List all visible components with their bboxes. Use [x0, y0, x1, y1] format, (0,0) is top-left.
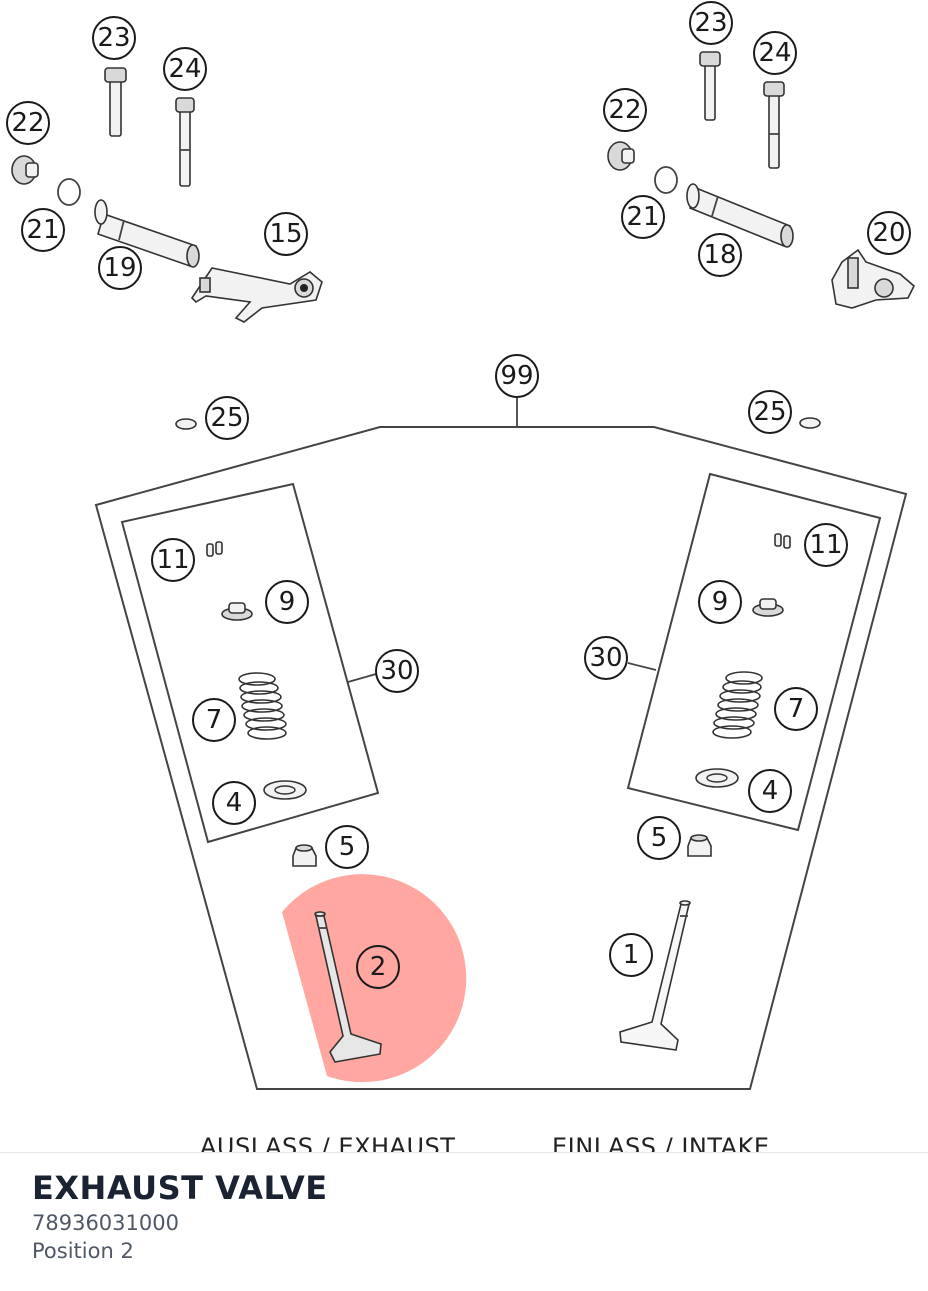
svg-text:11: 11 — [809, 530, 842, 560]
callout-99[interactable]: 99 — [495, 354, 539, 398]
callout-30-right[interactable]: 30 — [584, 636, 628, 680]
callout-25-right[interactable]: 25 — [748, 390, 792, 434]
callout-21-left[interactable]: 21 — [21, 208, 65, 252]
spring-retainer-9-left[interactable] — [221, 602, 253, 621]
plug-22-left[interactable] — [11, 155, 39, 185]
svg-text:30: 30 — [589, 643, 622, 673]
svg-text:21: 21 — [26, 215, 59, 245]
spring-seat-4-left[interactable] — [263, 780, 307, 800]
rocker-arm-15[interactable] — [190, 267, 323, 323]
callout-7-left[interactable]: 7 — [192, 698, 236, 742]
callout-21-right[interactable]: 21 — [621, 195, 665, 239]
bolt-23-left[interactable] — [104, 67, 127, 137]
caption-exhaust: AUSLASS / EXHAUST — [200, 1133, 455, 1152]
valve-spring-7-right[interactable] — [712, 671, 763, 739]
selected-part-panel: EXHAUST VALVE 78936031000 Position 2 — [0, 1152, 928, 1291]
svg-text:20: 20 — [872, 218, 905, 248]
part-number: 78936031000 — [32, 1211, 179, 1235]
callout-15[interactable]: 15 — [264, 212, 308, 256]
shim-25-left[interactable] — [175, 418, 197, 430]
svg-text:23: 23 — [97, 23, 130, 53]
spring-retainer-9-right[interactable] — [752, 598, 784, 617]
callout-22-left[interactable]: 22 — [6, 101, 50, 145]
svg-text:15: 15 — [269, 219, 302, 249]
svg-text:24: 24 — [758, 38, 791, 68]
plug-22-right[interactable] — [607, 141, 635, 171]
callout-9-left[interactable]: 9 — [265, 580, 309, 624]
intake-valve-1[interactable] — [619, 900, 691, 1051]
kit-box-left — [120, 482, 380, 844]
callout-23-left[interactable]: 23 — [92, 16, 136, 60]
callout-19[interactable]: 19 — [98, 246, 142, 290]
right-rocker-assembly — [607, 51, 915, 309]
valve-stem-seal-5-right[interactable] — [687, 834, 712, 857]
kit-box-right — [626, 472, 882, 832]
callout-4-right[interactable]: 4 — [748, 769, 792, 813]
svg-text:9: 9 — [279, 587, 296, 617]
svg-text:19: 19 — [103, 253, 136, 283]
svg-text:30: 30 — [380, 656, 413, 686]
callout-24-left[interactable]: 24 — [163, 47, 207, 91]
callout-22-right[interactable]: 22 — [603, 88, 647, 132]
oring-21-right[interactable] — [654, 166, 678, 194]
callout-18[interactable]: 18 — [698, 233, 742, 277]
svg-text:23: 23 — [694, 8, 727, 38]
svg-text:2: 2 — [370, 952, 387, 982]
callout-2[interactable]: 2 — [356, 945, 400, 989]
svg-text:25: 25 — [753, 397, 786, 427]
valve-keepers-11-right[interactable] — [774, 533, 791, 549]
callout-1[interactable]: 1 — [609, 933, 653, 977]
svg-text:22: 22 — [11, 108, 44, 138]
rocker-arm-20[interactable] — [831, 248, 915, 309]
rocker-shaft-18[interactable] — [686, 183, 794, 248]
svg-text:5: 5 — [651, 823, 668, 853]
callout-5-left[interactable]: 5 — [325, 825, 369, 869]
exhaust-valve-2[interactable] — [314, 911, 382, 1063]
valve-spring-7-left[interactable] — [238, 672, 287, 740]
svg-text:7: 7 — [206, 705, 223, 735]
exploded-parts-diagram: 23 24 22 21 19 15 23 24 22 21 18 20 99 2… — [6, 1, 915, 1152]
part-name: EXHAUST VALVE — [32, 1169, 328, 1207]
shim-25-right[interactable] — [799, 417, 821, 429]
caption-intake: EINLASS / INTAKE — [552, 1133, 770, 1152]
callout-9-right[interactable]: 9 — [698, 580, 742, 624]
callout-24-right[interactable]: 24 — [753, 31, 797, 75]
callout-11-left[interactable]: 11 — [151, 538, 195, 582]
svg-text:7: 7 — [788, 694, 805, 724]
callout-30-left[interactable]: 30 — [375, 649, 419, 693]
part-position: Position 2 — [32, 1239, 134, 1263]
svg-text:4: 4 — [762, 776, 779, 806]
callout-7-right[interactable]: 7 — [774, 687, 818, 731]
svg-text:24: 24 — [168, 54, 201, 84]
callout-11-right[interactable]: 11 — [804, 523, 848, 567]
bolt-24-left[interactable] — [175, 97, 195, 187]
callout-20[interactable]: 20 — [867, 211, 911, 255]
svg-text:4: 4 — [226, 788, 243, 818]
svg-text:11: 11 — [156, 545, 189, 575]
svg-text:5: 5 — [339, 832, 356, 862]
svg-text:1: 1 — [623, 940, 640, 970]
callout-25-left[interactable]: 25 — [205, 396, 249, 440]
svg-text:99: 99 — [500, 361, 533, 391]
svg-text:22: 22 — [608, 95, 641, 125]
valve-stem-seal-5-left[interactable] — [292, 844, 317, 867]
valve-train-frame — [94, 398, 908, 1090]
left-rocker-assembly — [11, 67, 323, 323]
callout-5-right[interactable]: 5 — [637, 816, 681, 860]
bolt-23-right[interactable] — [699, 51, 721, 121]
bolt-24-right[interactable] — [763, 81, 785, 169]
svg-text:25: 25 — [210, 403, 243, 433]
spring-seat-4-right[interactable] — [695, 768, 739, 788]
svg-text:18: 18 — [703, 240, 736, 270]
callout-23-right[interactable]: 23 — [689, 1, 733, 45]
callout-4-left[interactable]: 4 — [212, 781, 256, 825]
svg-text:21: 21 — [626, 202, 659, 232]
rocker-shaft-19[interactable] — [94, 199, 200, 268]
oring-21-left[interactable] — [57, 178, 81, 206]
selected-part-highlight — [282, 874, 467, 1083]
valve-keepers-11-left[interactable] — [206, 541, 223, 557]
svg-text:9: 9 — [712, 587, 729, 617]
